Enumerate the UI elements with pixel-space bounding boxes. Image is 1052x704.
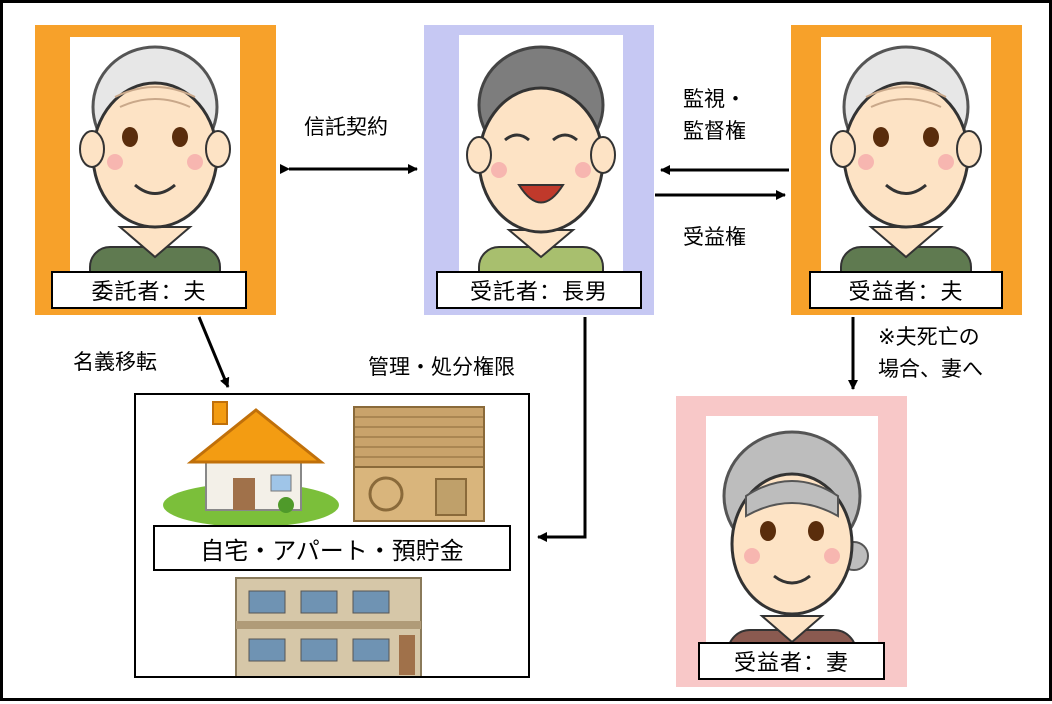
elderly-man-icon <box>821 37 991 289</box>
assets-label: 自宅・アパート・預貯金 <box>153 525 511 571</box>
second-beneficiary-label: 受益者：妻 <box>698 642 885 680</box>
middle-aged-man-icon <box>459 35 623 287</box>
settlor-card: 委託者：夫 <box>35 25 276 315</box>
beneficial-right-label: 受益権 <box>683 225 746 249</box>
death-note-line1: ※夫死亡の <box>878 325 980 349</box>
trust-assets-box: 自宅・アパート・預貯金 <box>134 393 530 678</box>
title-transfer-label: 名義移転 <box>73 350 157 374</box>
money-stack-icon <box>353 406 485 522</box>
house-icon <box>163 401 339 525</box>
elderly-woman-icon <box>706 416 878 680</box>
trustee-label: 受託者：長男 <box>436 271 642 309</box>
beneficiary-label: 受益者：夫 <box>809 271 1003 309</box>
apartment-icon <box>235 577 422 676</box>
beneficiary-card: 受益者：夫 <box>791 25 1022 315</box>
title-transfer-arrow <box>197 316 230 388</box>
supervision-label-line1: 監視・ <box>683 87 746 111</box>
second-beneficiary-card: 受益者：妻 <box>676 396 907 687</box>
elderly-man-icon <box>70 37 240 289</box>
trustee-card: 受託者：長男 <box>424 25 654 315</box>
management-rights-label: 管理・処分権限 <box>368 355 515 379</box>
supervision-label-line2: 監督権 <box>683 119 746 143</box>
death-note-line2: 場合、妻へ <box>878 357 983 381</box>
trust-contract-label: 信託契約 <box>304 115 388 139</box>
settlor-label: 委託者：夫 <box>51 271 247 309</box>
management-rights-arrow <box>537 317 587 542</box>
